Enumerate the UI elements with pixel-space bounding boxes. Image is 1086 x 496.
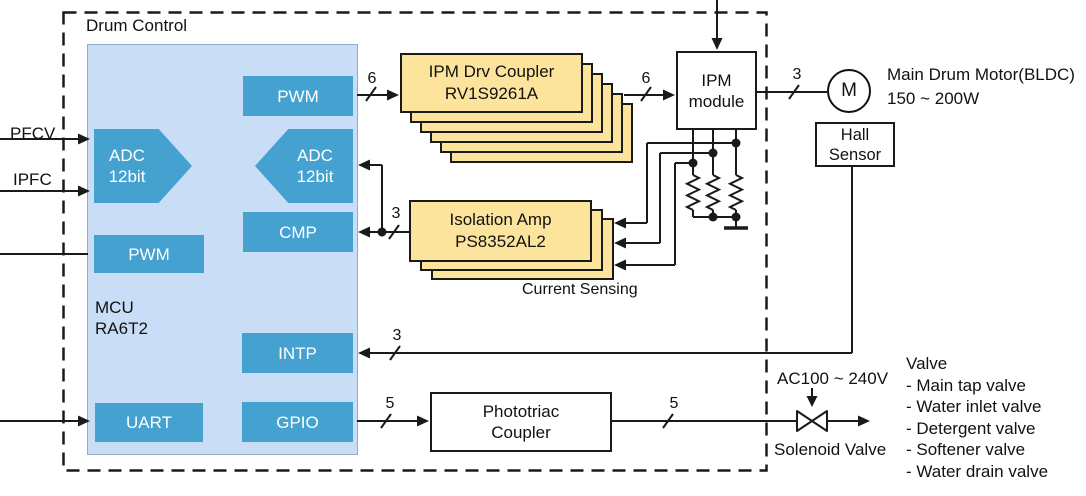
- drum-control-frame: [62, 11, 768, 472]
- valve-icon: [796, 410, 828, 432]
- arrowhead: [387, 89, 399, 101]
- arrowhead: [358, 347, 370, 359]
- bus-slash: [380, 413, 392, 429]
- shunt-resistors: [684, 174, 745, 211]
- arrowhead: [806, 396, 818, 407]
- bus-slash: [662, 413, 674, 429]
- bus-slash: [389, 345, 401, 361]
- arrowheads: [78, 38, 870, 427]
- wires: [0, 0, 859, 422]
- mcu-cmp-block: CMP: [243, 212, 353, 252]
- arrowhead: [358, 159, 370, 171]
- arrowhead: [417, 415, 429, 427]
- mcu-pwm-left-block: PWM: [94, 235, 204, 273]
- arrowhead: [663, 89, 675, 101]
- ipm-drv-coupler-block: IPM Drv Coupler RV1S9261A: [400, 53, 583, 113]
- resistor-icon: [727, 174, 745, 211]
- bus-slash: [365, 86, 377, 102]
- resistor-icon: [704, 174, 722, 211]
- mcu-label: MCU RA6T2: [95, 298, 148, 338]
- mcu-intp-block: INTP: [242, 333, 353, 373]
- bus-slashes: [365, 84, 800, 429]
- phototriac-coupler-block: Phototriac Coupler: [430, 392, 612, 452]
- junction-dots: [377, 138, 741, 237]
- arrowhead: [614, 259, 626, 271]
- arrowhead: [78, 185, 90, 197]
- arrowhead: [858, 415, 870, 427]
- arrowhead: [358, 226, 370, 238]
- hall-sensor-block: Hall Sensor: [815, 122, 895, 167]
- arrowhead: [78, 133, 90, 145]
- junction-dot: [688, 158, 698, 168]
- mcu-uart-block: UART: [95, 403, 203, 442]
- resistor-icon: [684, 174, 702, 211]
- junction-dot: [708, 148, 718, 158]
- motor-symbol: M: [827, 69, 871, 113]
- junction-dot: [731, 138, 741, 148]
- mcu-pwm-top-block: PWM: [243, 76, 353, 116]
- junction-dot: [377, 227, 387, 237]
- arrowhead: [614, 217, 626, 229]
- junction-dot: [708, 212, 718, 222]
- bus-slash: [788, 84, 800, 100]
- ipm-module-block: IPM module: [676, 51, 757, 130]
- mcu-gpio-block: GPIO: [242, 402, 353, 442]
- arrowhead: [614, 237, 626, 249]
- bus-slash: [388, 224, 400, 240]
- junction-dot: [731, 212, 741, 222]
- arrowhead: [711, 38, 723, 50]
- isolation-amp-block: Isolation Amp PS8352AL2: [409, 200, 592, 262]
- bus-slash: [640, 86, 652, 102]
- arrowhead: [78, 415, 90, 427]
